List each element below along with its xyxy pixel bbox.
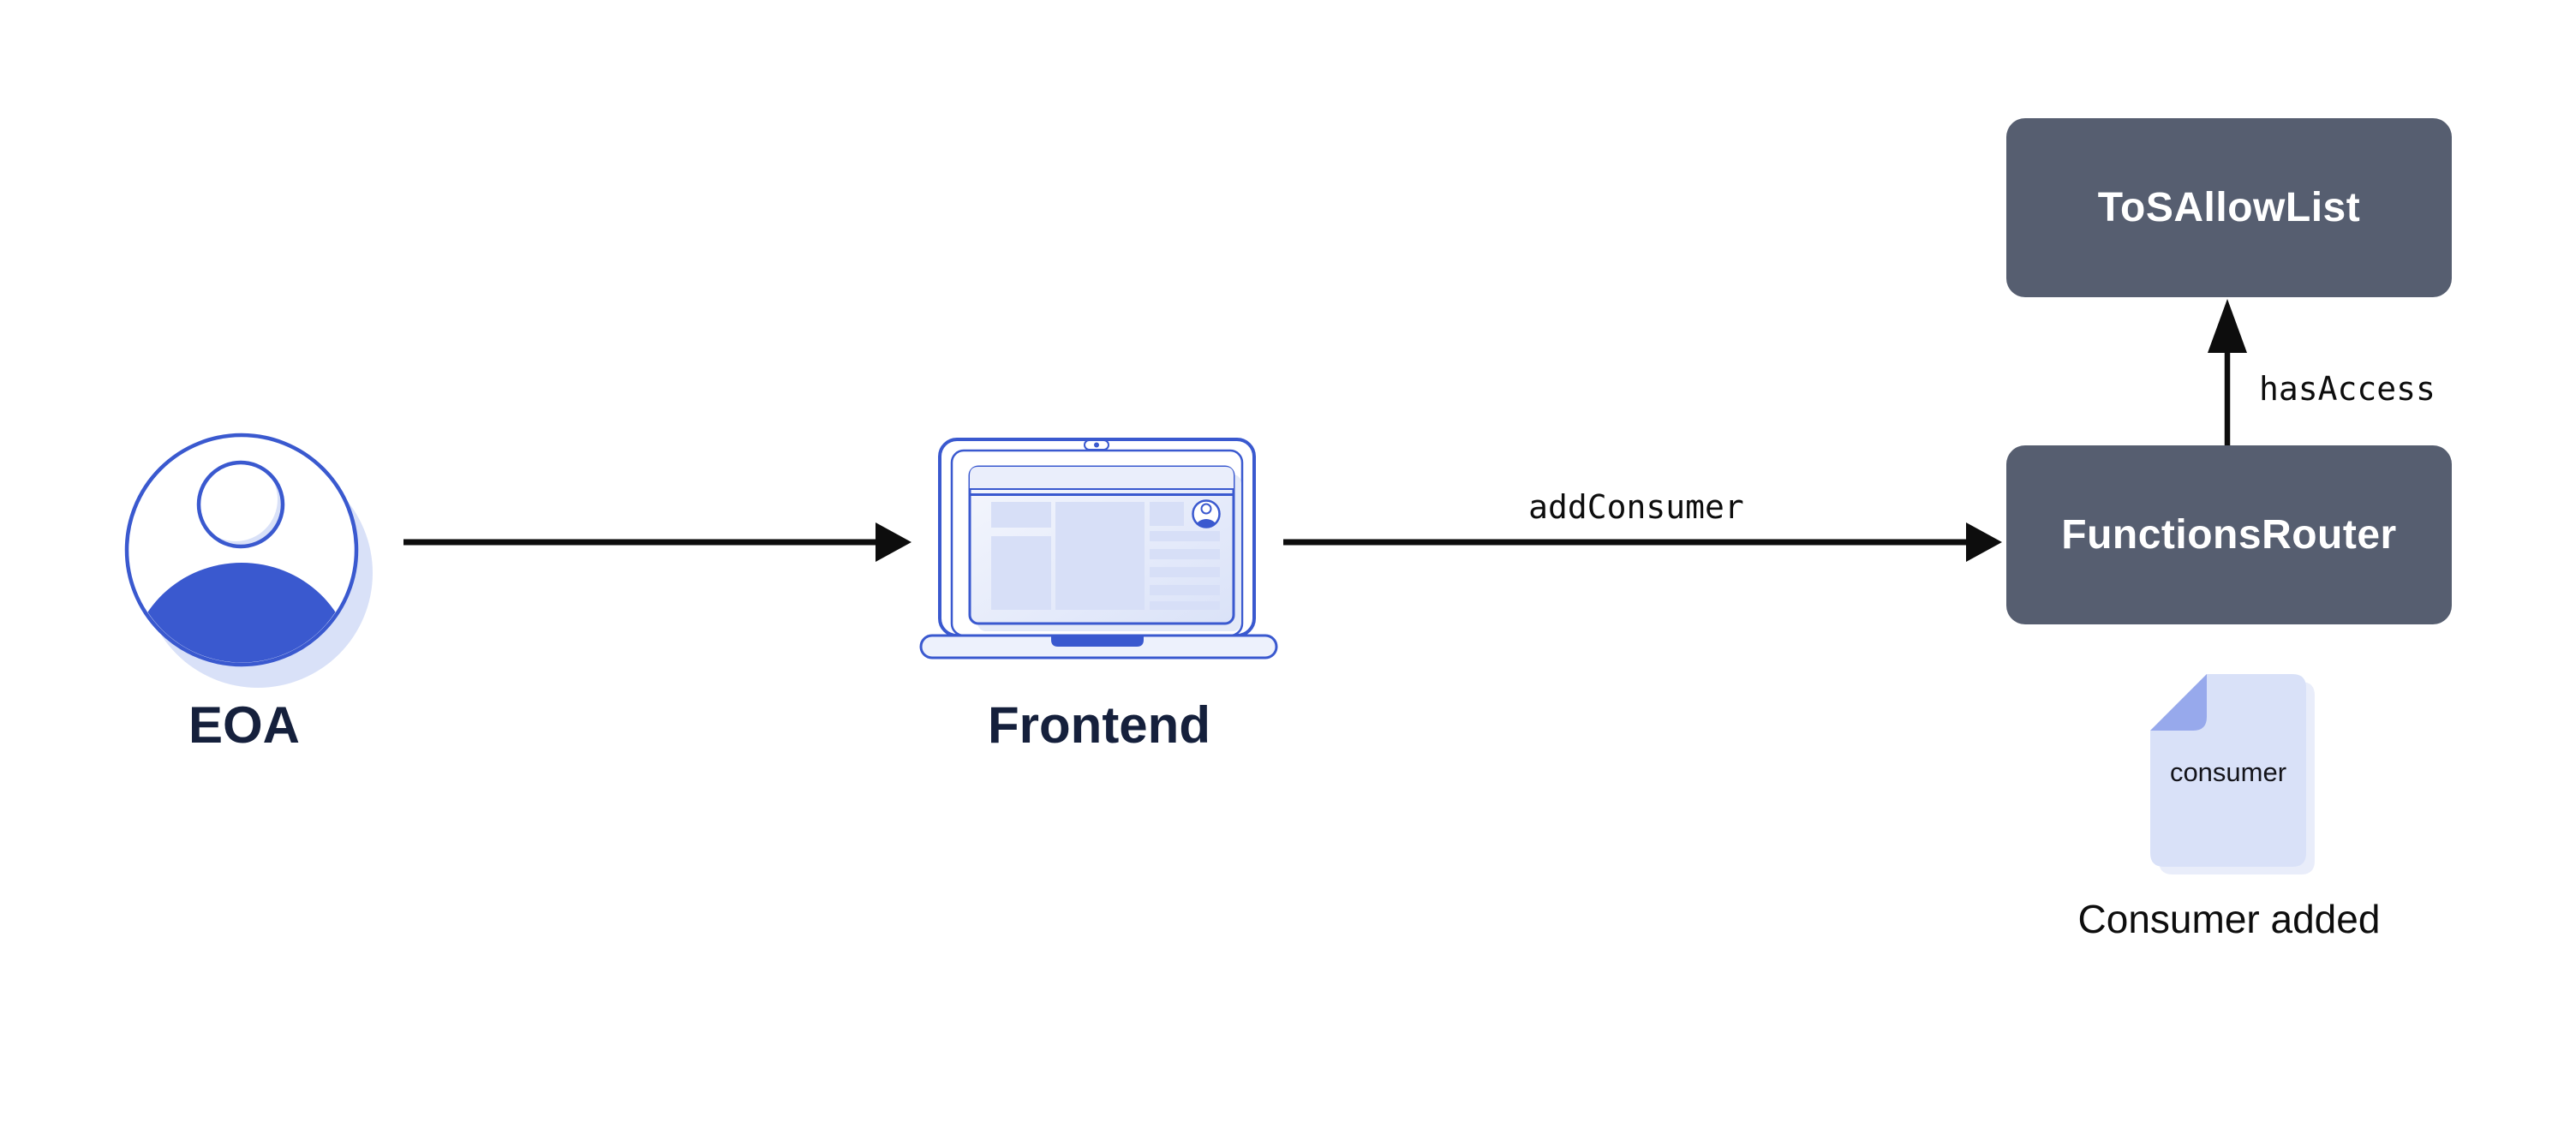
frontend-node-label: Frontend [988, 696, 1210, 754]
arrow-frontend-to-functionsrouter [1283, 522, 2002, 562]
laptop-browser-icon [919, 438, 1278, 660]
document-file-icon [2150, 674, 2315, 874]
functionsrouter-node: FunctionsRouter [2006, 445, 2452, 624]
arrow-functionsrouter-to-tosallowlist [2208, 299, 2247, 445]
arrow-eoa-to-frontend [403, 522, 911, 562]
eoa-node-label: EOA [188, 696, 301, 754]
user-avatar-icon [124, 433, 373, 688]
functionsrouter-node-label: FunctionsRouter [2061, 512, 2397, 558]
tosallowlist-node-label: ToSAllowList [2097, 185, 2361, 230]
tosallowlist-node: ToSAllowList [2006, 118, 2452, 297]
edge-label-addconsumer: addConsumer [1528, 488, 1744, 526]
consumer-added-caption: Consumer added [2077, 897, 2381, 941]
document-file-label: consumer [2169, 757, 2287, 787]
edge-label-hasaccess: hasAccess [2259, 370, 2436, 408]
